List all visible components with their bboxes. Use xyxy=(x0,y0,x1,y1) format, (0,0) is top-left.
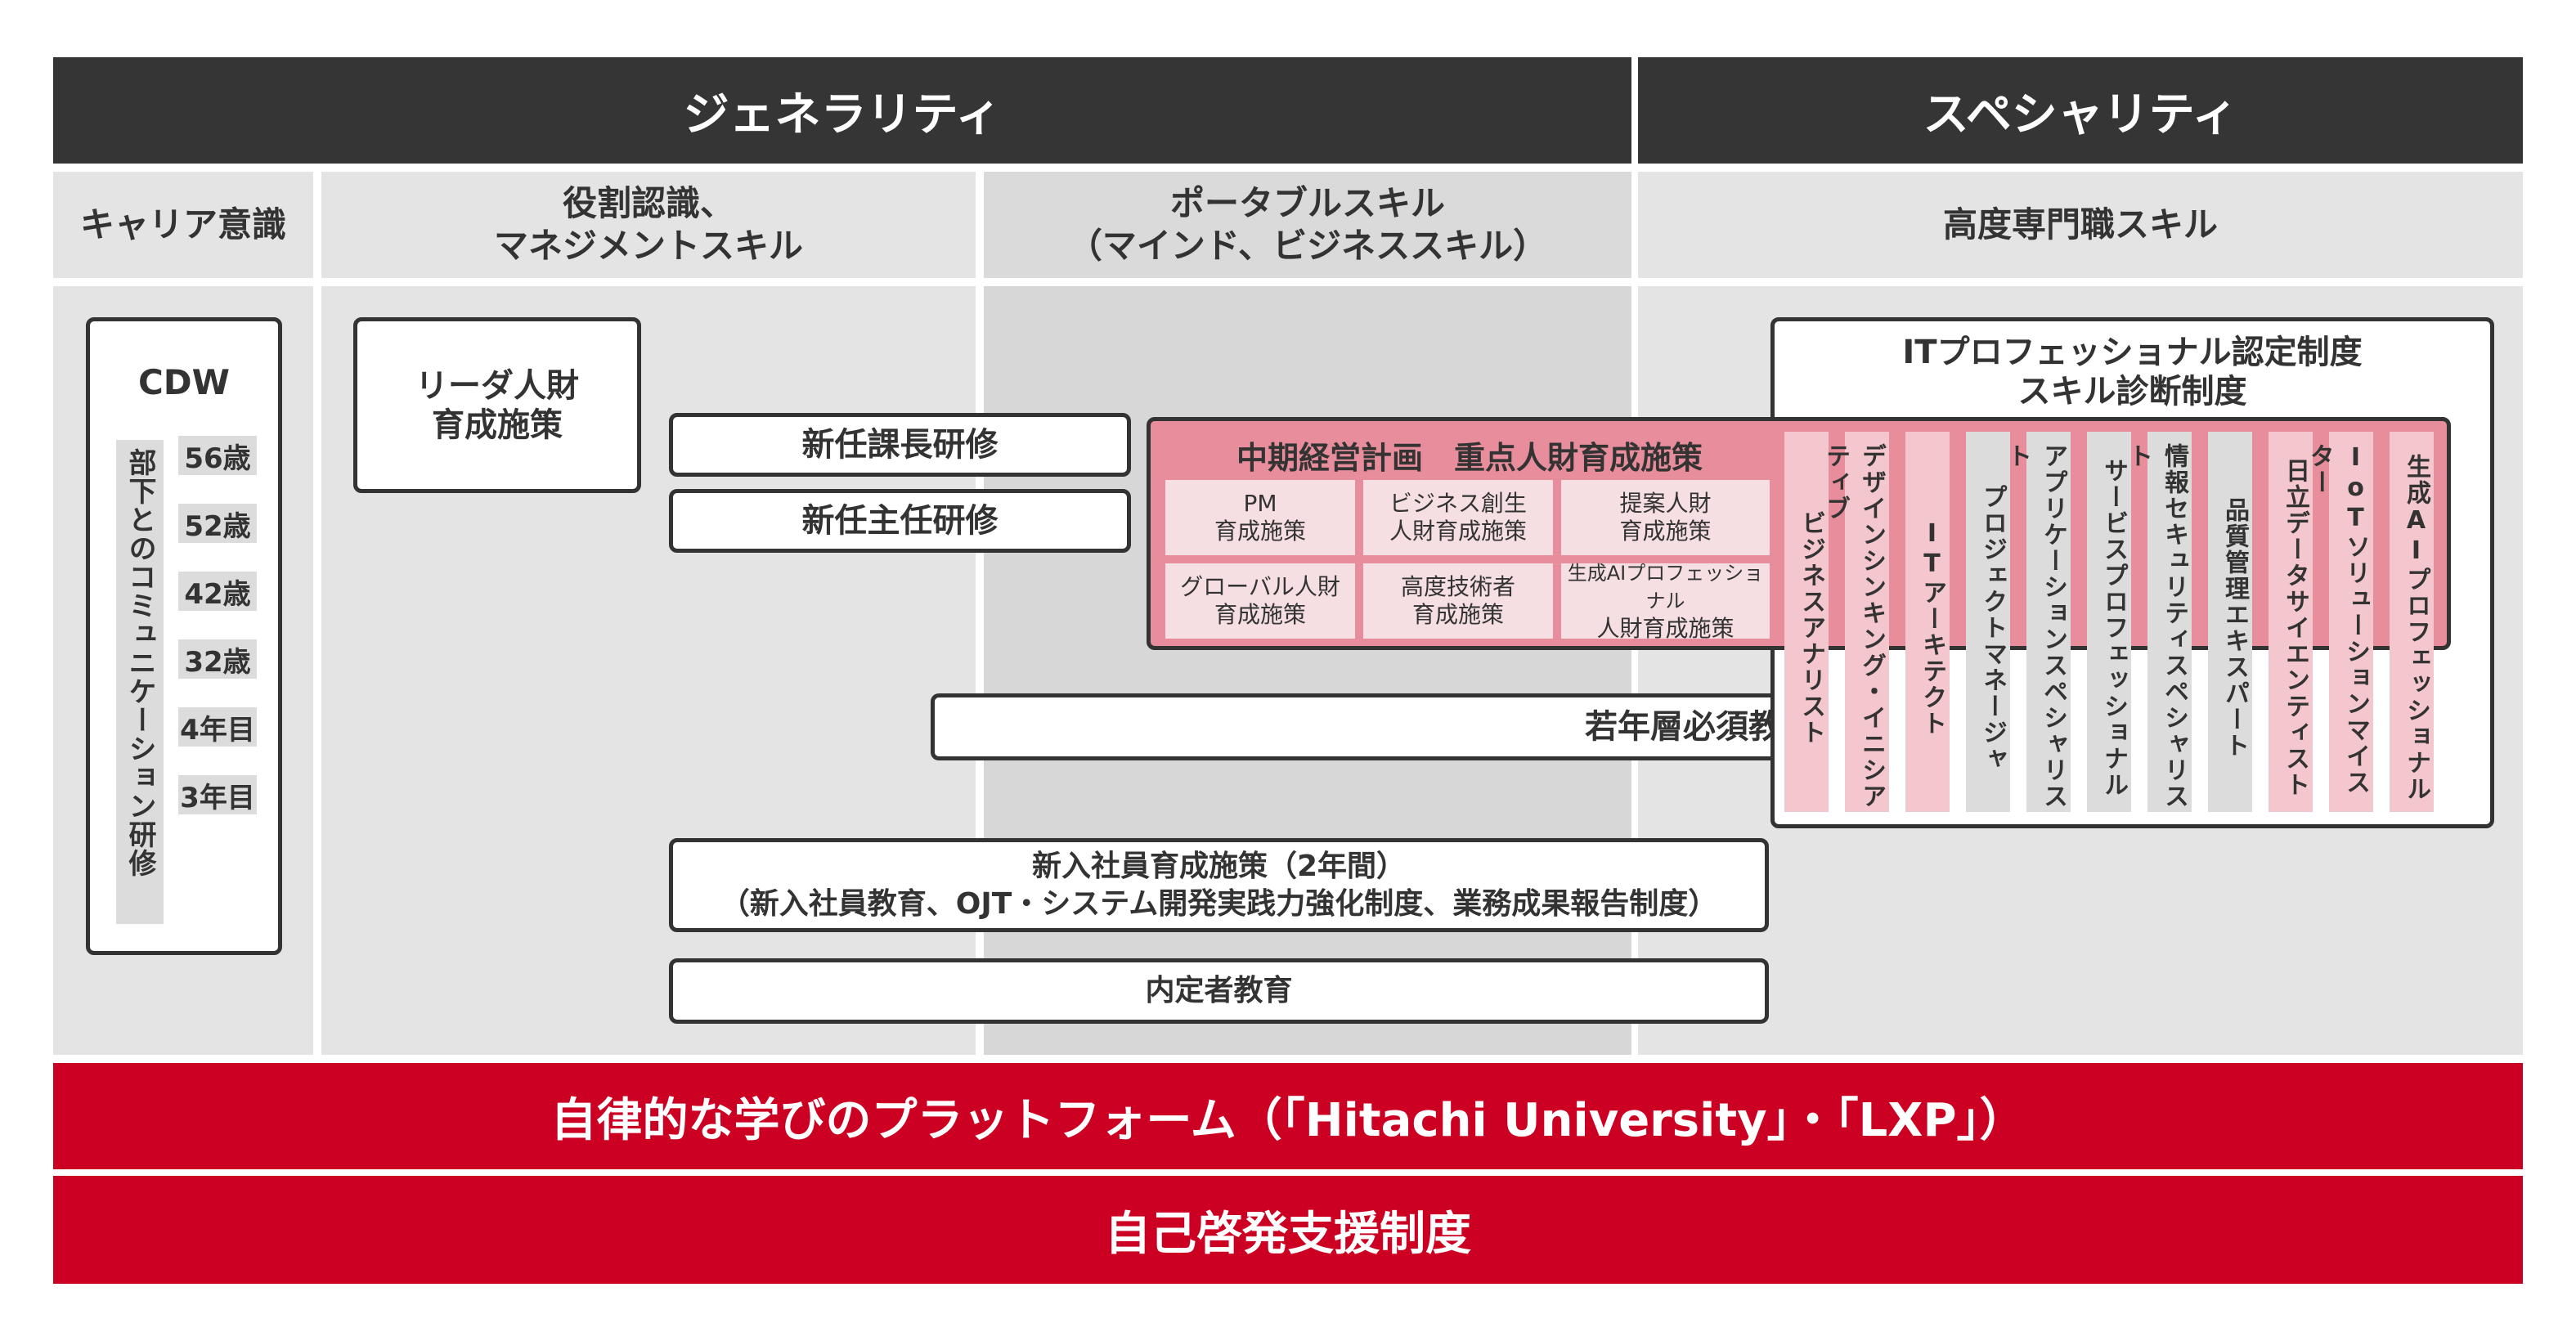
plan-cell-global-l2: 育成施策 xyxy=(1214,601,1306,628)
plan-cell-advanced-l2: 育成施策 xyxy=(1411,601,1504,628)
leader-line2: 育成施策 xyxy=(432,406,563,444)
plan-cell-global: グローバル人財 育成施策 xyxy=(1165,563,1355,639)
plan-cell-advanced-l1: 高度技術者 xyxy=(1400,573,1515,600)
age-42: 42歳 xyxy=(178,572,257,611)
plan-cell-genai-l1: 生成AIプロフェッショナル xyxy=(1567,562,1764,612)
subheader-role-line2: マネジメントスキル xyxy=(493,226,803,266)
subheader-role: 役割認識、 マネジメントスキル xyxy=(321,172,976,278)
cdw-communication-label: 部下とのコミュニケーション研修 xyxy=(116,440,164,924)
plan-cell-global-l1: グローバル人財 xyxy=(1180,573,1340,600)
it-certification-line1: ITプロフェッショナル認定制度 xyxy=(1902,334,2363,371)
plan-cell-proposal-l2: 育成施策 xyxy=(1619,518,1712,545)
plan-cell-genai: 生成AIプロフェッショナル 人財育成施策 xyxy=(1561,562,1770,642)
new-section-chief-training: 新任課長研修 xyxy=(669,413,1131,477)
plan-cell-business-l2: 人財育成施策 xyxy=(1389,518,1527,545)
subheader-role-line1: 役割認識、 xyxy=(562,183,734,223)
plan-cell-business-l1: ビジネス創生 xyxy=(1389,490,1527,517)
subheader-expert: 高度専門職スキル xyxy=(1638,172,2523,278)
cdw-title: CDW xyxy=(137,362,230,402)
subheader-portable: ポータブルスキル （マインド、ビジネススキル） xyxy=(984,172,1631,278)
subheader-career: キャリア意識 xyxy=(53,172,313,278)
column-portable xyxy=(984,286,1631,1055)
year-4: 4年目 xyxy=(178,707,257,747)
cdw-box: CDW 部下とのコミュニケーション研修 56歳 52歳 42歳 32歳 4年目 … xyxy=(86,317,282,955)
age-32: 32歳 xyxy=(178,639,257,679)
plan-cell-advanced: 高度技術者 育成施策 xyxy=(1363,563,1553,639)
plan-cell-proposal: 提案人財 育成施策 xyxy=(1561,480,1770,555)
pre-hire-education: 内定者教育 xyxy=(669,958,1769,1024)
subheader-portable-line2: （マインド、ビジネススキル） xyxy=(1067,226,1548,266)
plan-cell-pm-l2: 育成施策 xyxy=(1214,518,1306,545)
self-development-bar: 自己啓発支援制度 xyxy=(53,1176,2523,1284)
it-certification-line2: スキル診断制度 xyxy=(2017,373,2247,410)
plan-cell-pm-l1: PM xyxy=(1243,490,1277,517)
plan-cell-pm: PM 育成施策 xyxy=(1165,480,1355,555)
plan-cell-proposal-l1: 提案人財 xyxy=(1619,490,1712,517)
header-speciality: スペシャリティ xyxy=(1638,57,2523,164)
learning-platform-bar: 自律的な学びのプラットフォーム（「Hitachi University」・「LX… xyxy=(53,1063,2523,1169)
subheader-portable-line1: ポータブルスキル xyxy=(1169,183,1445,223)
age-52: 52歳 xyxy=(178,504,257,543)
age-56: 56歳 xyxy=(178,436,257,475)
plan-cell-business: ビジネス創生 人財育成施策 xyxy=(1363,480,1553,555)
new-employee-line2: （新入社員教育、OJT・システム開発実践力強化制度、業務成果報告制度） xyxy=(720,886,1718,921)
midterm-plan-title: 中期経営計画 重点人財育成施策 xyxy=(1236,440,1703,476)
it-certification-title: ITプロフェッショナル認定制度 スキル診断制度 xyxy=(1775,333,2490,411)
leader-line1: リーダ人財 xyxy=(415,366,579,405)
plan-cell-genai-l2: 人財育成施策 xyxy=(1596,615,1735,642)
new-chief-training: 新任主任研修 xyxy=(669,489,1131,553)
header-generality: ジェネラリティ xyxy=(53,57,1631,164)
new-employee-line1: 新入社員育成施策（2年間） xyxy=(1031,849,1407,883)
leader-development-box: リーダ人財 育成施策 xyxy=(353,317,641,493)
midterm-plan-box: 中期経営計画 重点人財育成施策 PM 育成施策 ビジネス創生 人財育成施策 提案… xyxy=(1147,417,2451,650)
new-employee-development: 新入社員育成施策（2年間） （新入社員教育、OJT・システム開発実践力強化制度、… xyxy=(669,838,1769,932)
year-3: 3年目 xyxy=(178,775,257,814)
